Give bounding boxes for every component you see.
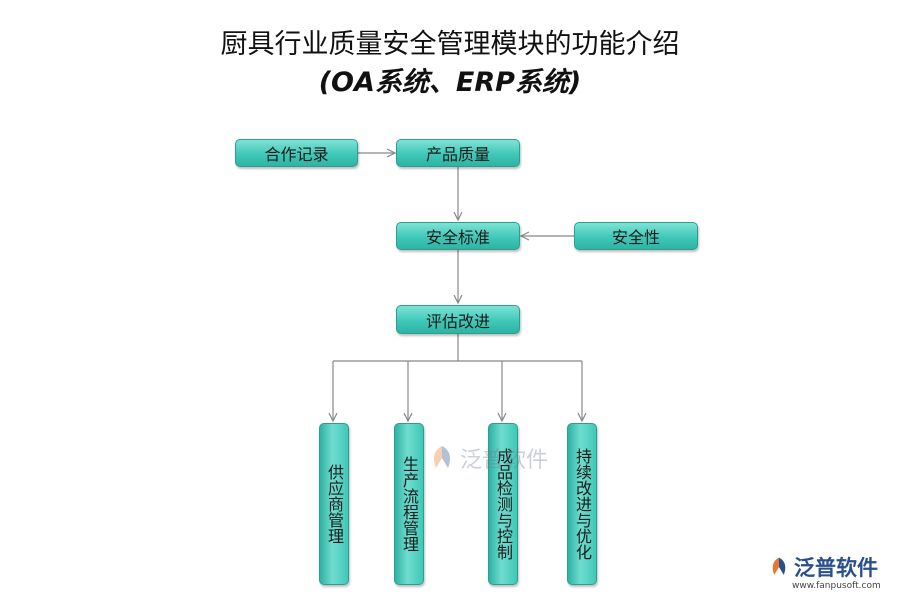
node-anquan-biaozhun: 安全标准 (396, 222, 520, 250)
node-chanpin-zhiliang: 产品质量 (396, 139, 520, 167)
diagram-subtitle: (OA系统、ERP系统) (318, 67, 582, 98)
node-shengchan-liucheng: 生产流程管理 (394, 423, 424, 585)
node-pinggu-gaijin: 评估改进 (396, 305, 520, 334)
fanpu-logo-icon (434, 446, 450, 468)
diagram-title: 厨具行业质量安全管理模块的功能介绍 (220, 29, 680, 60)
corner-watermark-url: www.fanpusoft.com (792, 581, 881, 591)
center-watermark: 泛普软件 (428, 442, 548, 474)
center-watermark-text: 泛普软件 (460, 448, 549, 473)
node-anquanxing: 安全性 (574, 222, 698, 250)
corner-watermark: 泛普软件 www.fanpusoft.com (768, 552, 881, 591)
corner-watermark-brand: 泛普软件 (794, 556, 878, 580)
node-chengpin-jiance: 成品检测与控制 (488, 423, 518, 585)
node-gongyingshang-guanli: 供应商管理 (319, 423, 349, 585)
node-hezuo-jilu: 合作记录 (235, 139, 358, 167)
node-chixu-gaijin: 持续改进与优化 (567, 423, 597, 585)
fanpu-logo-icon (772, 557, 786, 575)
